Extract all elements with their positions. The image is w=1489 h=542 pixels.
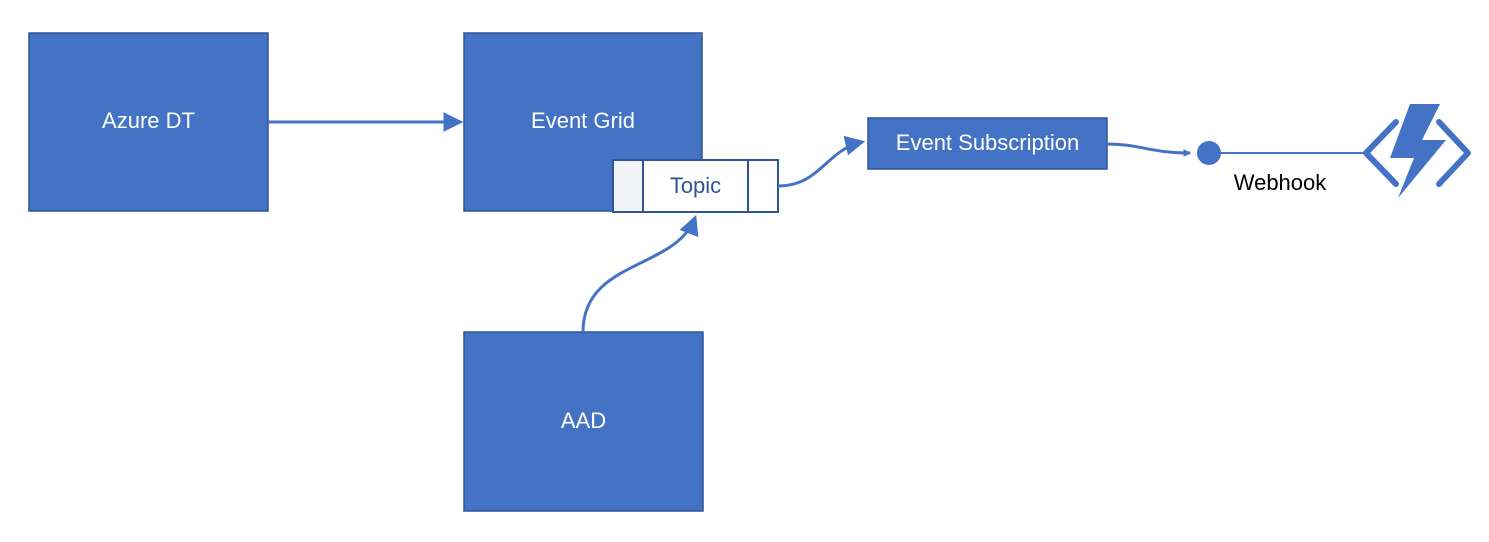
lightning-bolt-icon	[1390, 104, 1446, 198]
topic-left-segment	[612, 159, 644, 213]
aad-box	[463, 331, 704, 512]
event-subscription-box	[867, 117, 1108, 170]
aad-label: AAD	[561, 408, 606, 433]
azure-dt-box	[28, 32, 269, 212]
arrow-event-subscription-to-webhook	[1106, 142, 1192, 157]
event-subscription-label: Event Subscription	[896, 130, 1079, 155]
azure-dt-label: Azure DT	[102, 108, 195, 133]
event-grid-node: Event Grid	[463, 32, 703, 212]
topic-label: Topic	[670, 173, 721, 198]
right-bracket-icon	[1436, 119, 1471, 187]
arrow-topic-to-event-subscription	[777, 135, 866, 188]
topic-node: Topic	[612, 159, 779, 213]
aad-node: AAD	[463, 331, 704, 512]
azure-dt-node: Azure DT	[28, 32, 269, 212]
arrow-aad-to-topic	[581, 214, 699, 333]
azure-function-icon	[1363, 104, 1471, 198]
webhook-label: Webhook	[1234, 170, 1328, 195]
left-bracket-icon	[1363, 119, 1399, 187]
event-subscription-node: Event Subscription	[867, 117, 1108, 170]
event-grid-label: Event Grid	[531, 108, 635, 133]
